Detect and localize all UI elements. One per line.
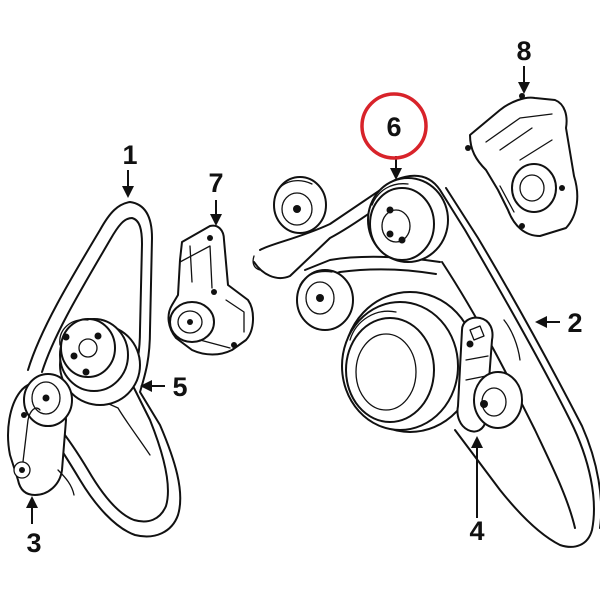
part-7-bracket (167, 224, 254, 356)
callout-arrows (26, 66, 560, 524)
crankshaft-pulley (341, 291, 477, 433)
part-3-tensioner (7, 373, 75, 496)
idler-pulley-upper (273, 176, 327, 234)
callout-2: 2 (567, 308, 582, 338)
callout-7: 7 (208, 168, 223, 198)
callout-5: 5 (172, 372, 187, 402)
highlight-circle (360, 92, 428, 160)
callout-6: 6 (386, 112, 401, 142)
part-4-tensioner (456, 316, 523, 433)
callout-1: 1 (122, 140, 137, 170)
part-8-bracket (465, 93, 579, 237)
left-belt-assembly (7, 201, 182, 538)
part-5-pulley (59, 318, 141, 406)
callout-4: 4 (469, 516, 484, 546)
callout-3: 3 (26, 528, 41, 558)
callout-8: 8 (516, 36, 531, 66)
idler-pulley-middle (296, 269, 354, 331)
part-6-pulley (367, 177, 449, 263)
